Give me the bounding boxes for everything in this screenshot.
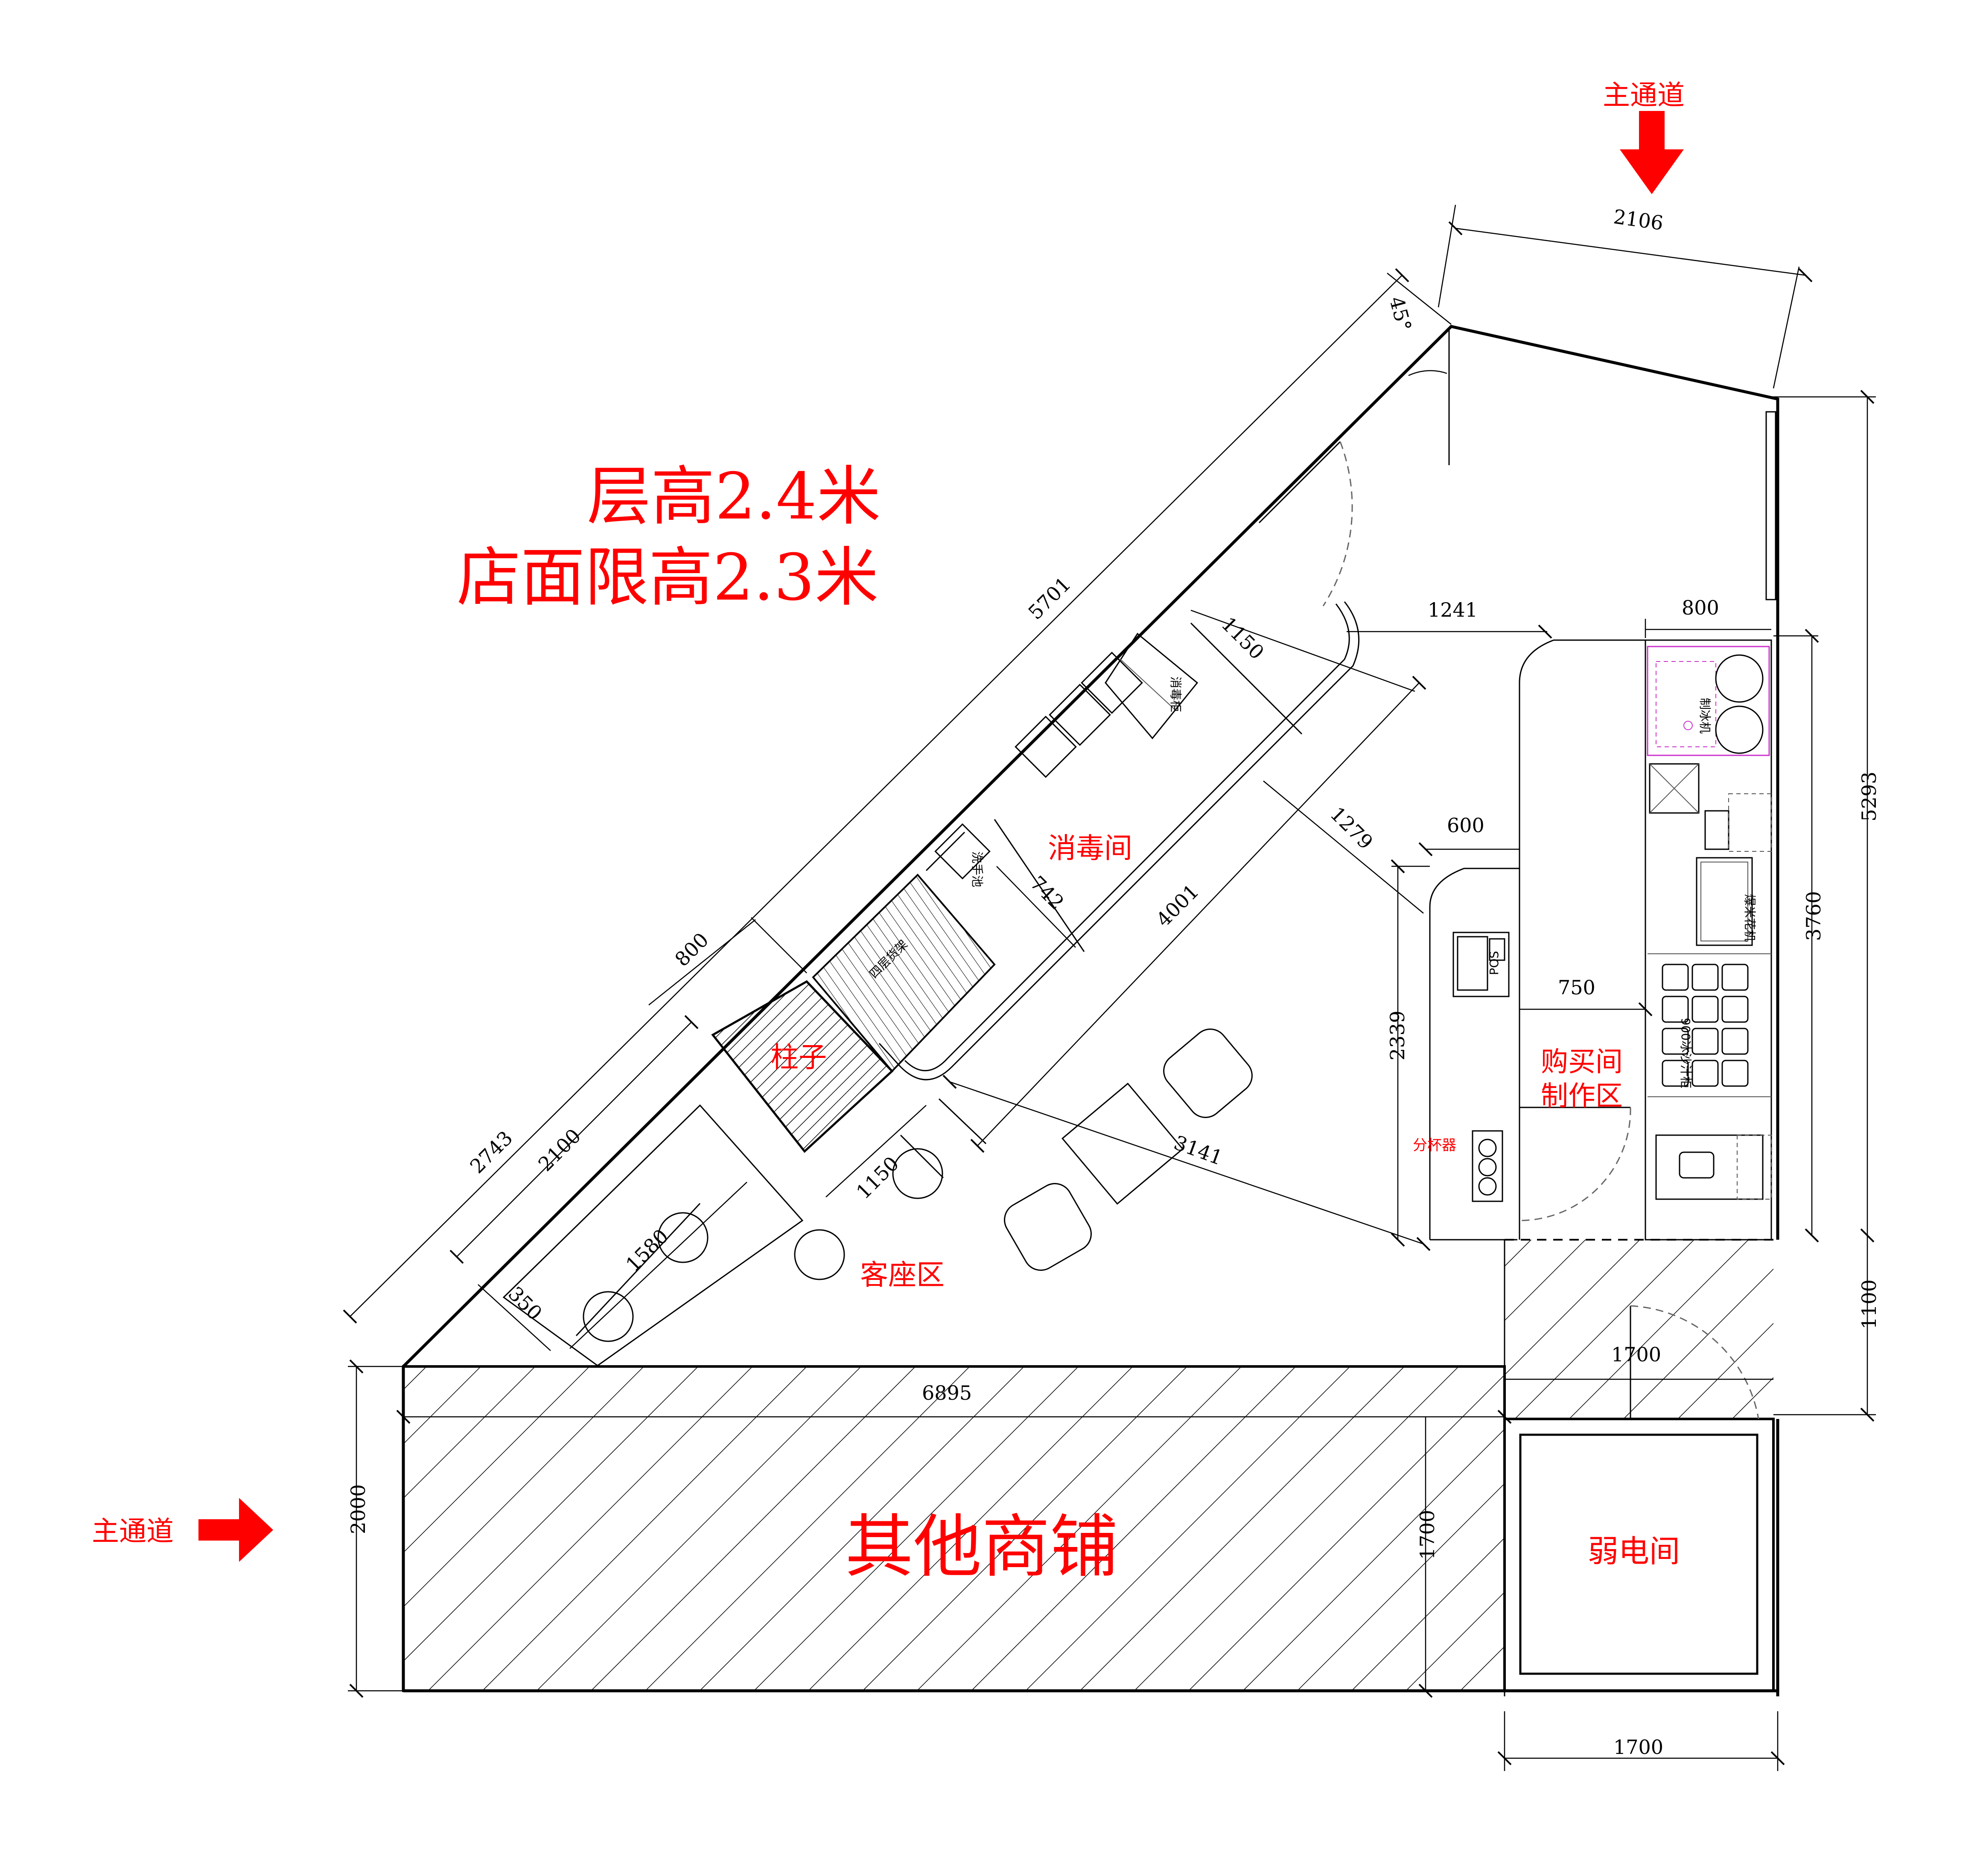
dim-6895: 6895 bbox=[922, 1381, 972, 1404]
production-area-label: 制作区 bbox=[1541, 1081, 1623, 1112]
dim-5293: 5293 bbox=[1858, 772, 1881, 821]
main-passage-arrow-left bbox=[198, 1498, 273, 1562]
column-label: 柱子 bbox=[770, 1041, 827, 1074]
dim-1700-vertical: 1700 bbox=[1416, 1510, 1439, 1560]
other-shops-area bbox=[402, 1365, 1506, 1692]
entrance-door bbox=[1258, 441, 1353, 606]
dimension-lines bbox=[343, 204, 1876, 1771]
dim-1241: 1241 bbox=[1428, 598, 1478, 621]
dim-2000: 2000 bbox=[347, 1484, 370, 1534]
dim-1580: 1580 bbox=[621, 1224, 673, 1276]
dim-3141: 3141 bbox=[1171, 1131, 1226, 1170]
smoothie-cabinet-grid bbox=[1662, 964, 1749, 1087]
ice-machine-label: 制冰机 bbox=[1698, 698, 1712, 734]
other-shops-label: 其他商铺 bbox=[845, 1507, 1118, 1587]
dim-800-mid: 800 bbox=[670, 928, 713, 971]
floor-height-heading: 层高2.4米 bbox=[587, 460, 881, 534]
seating-area-label: 客座区 bbox=[860, 1258, 945, 1291]
dim-600: 600 bbox=[1447, 814, 1484, 837]
weak-current-room bbox=[1503, 1418, 1775, 1692]
dim-350: 350 bbox=[504, 1282, 546, 1325]
production-area bbox=[1429, 639, 1772, 1241]
smoothie-cabinet-label: 900冰沙汁柜 bbox=[1679, 1018, 1693, 1088]
cup-dispenser-label: 分杯器 bbox=[1413, 1137, 1456, 1154]
dim-1150-seating: 1150 bbox=[852, 1152, 903, 1203]
weak-current-room-label: 弱电间 bbox=[1588, 1533, 1680, 1569]
main-passage-arrow-top bbox=[1620, 111, 1684, 194]
dim-1100: 1100 bbox=[1858, 1279, 1881, 1329]
seating-area bbox=[502, 1028, 1253, 1366]
washer-label: 洗手池 bbox=[970, 851, 984, 887]
disinfection-room-label: 消毒间 bbox=[1048, 832, 1132, 865]
dim-45-degree: 45° bbox=[1385, 294, 1416, 334]
column bbox=[711, 874, 996, 1153]
main-passage-label-left: 主通道 bbox=[92, 1516, 174, 1547]
main-passage-label-top: 主通道 bbox=[1603, 80, 1685, 111]
purchase-room-label: 购买间 bbox=[1541, 1046, 1623, 1078]
dim-1700-mid: 1700 bbox=[1611, 1343, 1661, 1366]
store-limit-height-heading: 店面限高2.3米 bbox=[457, 541, 879, 615]
sink-label: 消毒柜 bbox=[1169, 676, 1183, 712]
dim-2743: 2743 bbox=[465, 1126, 517, 1178]
outer-walls bbox=[402, 325, 1779, 1696]
disinfection-room bbox=[878, 601, 1360, 1081]
dim-5701: 5701 bbox=[1024, 572, 1075, 624]
popcorn-machine-label: 爆米花机 bbox=[1743, 894, 1757, 942]
pos-label: POS bbox=[1487, 951, 1501, 975]
dim-3760: 3760 bbox=[1802, 891, 1825, 941]
dim-4001: 4001 bbox=[1152, 880, 1203, 931]
weak-current-door bbox=[1630, 1305, 1759, 1419]
dim-750: 750 bbox=[1558, 976, 1595, 999]
dim-2100: 2100 bbox=[534, 1124, 585, 1176]
dim-2106: 2106 bbox=[1612, 205, 1665, 235]
dim-1279: 1279 bbox=[1326, 802, 1377, 854]
dim-800-top: 800 bbox=[1682, 596, 1719, 619]
dim-2339: 2339 bbox=[1386, 1011, 1409, 1060]
dim-1700-bottom: 1700 bbox=[1613, 1736, 1663, 1759]
dim-742: 742 bbox=[1026, 871, 1068, 914]
